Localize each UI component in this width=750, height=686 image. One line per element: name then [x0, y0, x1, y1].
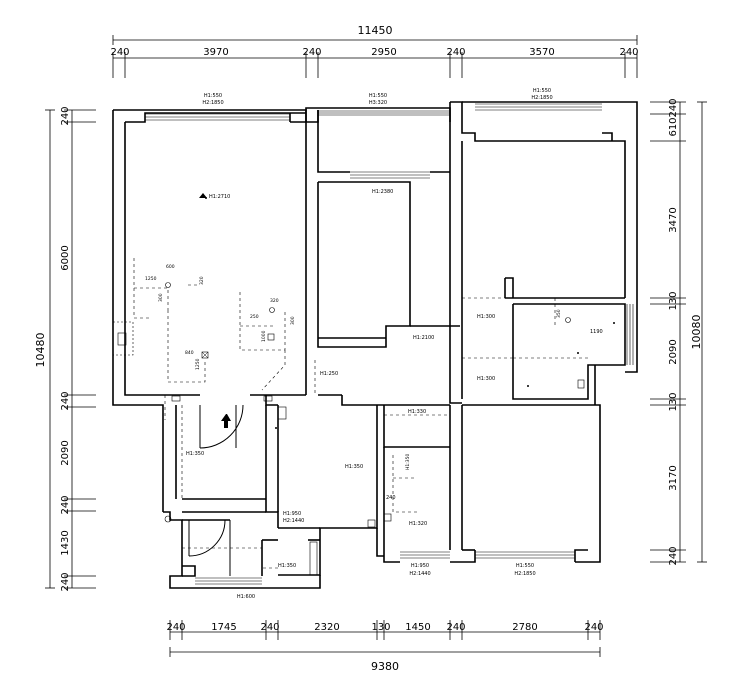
dashed-lines: [133, 258, 588, 569]
bottom-mid-1: H1:950: [411, 563, 429, 569]
entry-door-swing: [199, 404, 244, 449]
living-dim-10: 300: [290, 316, 296, 325]
bottom-seg-4: 2320: [314, 622, 339, 633]
living-dim-9: 1000: [261, 330, 267, 342]
bottom-mid-right-label: H1:330: [408, 409, 426, 415]
window-bottom-left: [195, 577, 262, 585]
win-top-mid-h1: H1:550: [369, 93, 387, 99]
lower-mid-label-2: H2:1440: [283, 518, 304, 524]
small-room-label: H1:350: [405, 454, 411, 470]
right-seg-5: 2090: [668, 339, 679, 364]
mid-room-label-2: H1:2100: [413, 335, 434, 341]
bath-dim: 1190: [590, 329, 603, 335]
doors: [188, 404, 244, 576]
living-dim-4: 300: [158, 293, 164, 302]
walls: [112, 101, 638, 589]
window-bottom-mid: [400, 551, 450, 559]
bottom-seg-7: 240: [446, 622, 465, 633]
bath-label-2: H1:300: [477, 376, 495, 382]
left-seg-6: 1430: [60, 530, 71, 555]
left-seg-5: 240: [60, 495, 71, 514]
living-dim-6: 1250: [195, 358, 201, 370]
win-top-left-h2: H2:1850: [202, 100, 223, 106]
top-dimension-chain: 11450 240 3970 240 2950 240 3570 240: [110, 24, 639, 78]
windows: [145, 103, 634, 585]
window-top-mid: [318, 110, 450, 116]
left-total-dim: 10480: [34, 333, 47, 368]
top-seg-6: 3570: [529, 47, 554, 58]
win-top-mid-h3: H3:320: [369, 100, 387, 106]
living-height-label: H1:2710: [209, 194, 230, 200]
living-dim-3: 320: [199, 276, 205, 285]
right-seg-3: 3470: [668, 207, 679, 232]
bottom-seg-3: 240: [260, 622, 279, 633]
right-seg-4: 130: [668, 291, 679, 310]
left-seg-3: 240: [60, 391, 71, 410]
bottom-mid-2: H2:1440: [409, 571, 430, 577]
top-seg-7: 240: [619, 47, 638, 58]
bottom-seg-5: 130: [371, 622, 390, 633]
top-seg-1: 240: [110, 47, 129, 58]
small-room-dim-2: H1:320: [409, 521, 427, 527]
living-dim-5: 840: [185, 350, 194, 356]
bottom-right-2: H2:1850: [514, 571, 535, 577]
kitchen-label: H1:350: [345, 464, 363, 470]
bottom-seg-8: 2780: [512, 622, 537, 633]
bottom-left-label: H1:350: [278, 563, 296, 569]
left-seg-4: 2090: [60, 440, 71, 465]
lower-mid-label-1: H1:950: [283, 511, 301, 517]
window-mid-room: [350, 171, 430, 179]
right-seg-6: 130: [668, 392, 679, 411]
bottom-seg-2: 1745: [211, 622, 236, 633]
right-dimension-chain: 240 610 3470 130 2090 130 3170 240 10080: [650, 98, 707, 566]
panel-box-icon: [112, 321, 134, 356]
window-top-left: [145, 113, 290, 121]
mid-room-label: H1:2380: [372, 189, 393, 195]
top-seg-2: 3970: [203, 47, 228, 58]
top-seg-3: 240: [302, 47, 321, 58]
elevation-marker-icon: [199, 193, 207, 198]
top-seg-4: 2950: [371, 47, 396, 58]
right-seg-8: 240: [668, 546, 679, 565]
bottom-seg-6: 1450: [405, 622, 430, 633]
bath-dim-v: 350: [556, 309, 562, 318]
window-top-right: [475, 103, 602, 111]
left-seg-1: 240: [60, 106, 71, 125]
top-total-dim: 11450: [358, 24, 393, 37]
living-dim-7: 250: [250, 314, 259, 320]
entry-arrow-icon: [221, 414, 231, 428]
left-seg-2: 6000: [60, 245, 71, 270]
right-seg-7: 3170: [668, 465, 679, 490]
bottom-total-dim: 9380: [371, 660, 399, 673]
living-dim-2: 1250: [145, 276, 157, 282]
bottom-label: H1:600: [237, 594, 255, 600]
top-seg-5: 240: [446, 47, 465, 58]
hall-label: H1:350: [186, 451, 204, 457]
window-right-bath: [626, 304, 634, 365]
left-dimension-chain: 10480 240 6000 240 2090 240 1430 240: [34, 106, 96, 592]
bottom-seg-1: 240: [166, 622, 185, 633]
living-dim-8: 320: [270, 298, 279, 304]
left-seg-7: 240: [60, 572, 71, 591]
bath-label-1: H1:300: [477, 314, 495, 320]
right-seg-1: 240: [668, 98, 679, 117]
switch-icons: [164, 197, 615, 576]
bottom-right-1: H1:550: [516, 563, 534, 569]
bottom-dimension-chain: 240 1745 240 2320 130 1450 240 2780 240 …: [166, 620, 604, 673]
win-top-right-h1: H1:550: [533, 88, 551, 94]
small-room-dim: 240: [386, 495, 396, 501]
win-top-right-h2: H2:1850: [531, 95, 552, 101]
right-seg-2: 610: [668, 117, 679, 136]
window-bottom-right: [475, 551, 575, 559]
living-dim-1: 600: [166, 264, 175, 270]
win-top-left-h1: H1:550: [204, 93, 222, 99]
corridor-label: H1:250: [320, 371, 338, 377]
annotations: H1:550 H2:1850 H1:550 H3:320 H1:550 H2:1…: [145, 88, 603, 600]
bottom-seg-9: 240: [584, 622, 603, 633]
symbols: [112, 193, 615, 576]
right-total-dim: 10080: [690, 315, 703, 350]
